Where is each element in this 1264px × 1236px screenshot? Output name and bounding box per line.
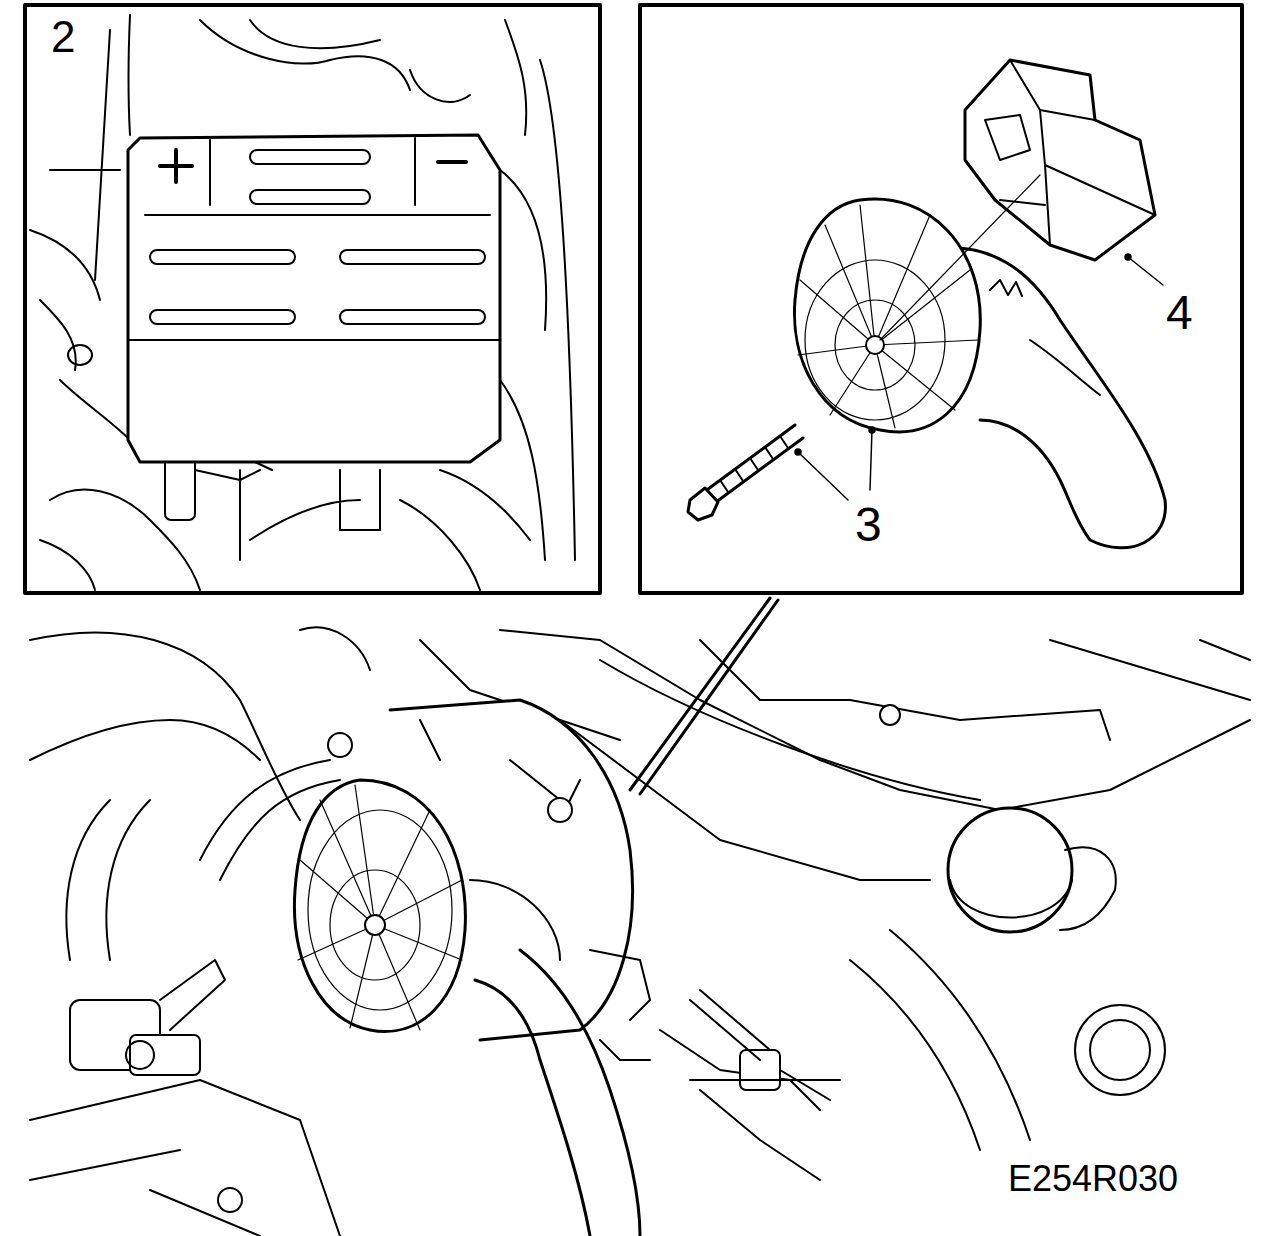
callout-number: 3 [852,500,885,550]
callout-number: 4 [1163,288,1196,338]
figure-code: E254R030 [1005,1160,1181,1198]
resonator-exploded [688,60,1165,548]
battery [128,135,500,462]
engine-bay-lines [30,15,575,590]
leader-lines [795,254,1163,500]
inset-frame [25,5,600,593]
plus-symbol [160,150,192,182]
figure-number: 2 [48,14,78,60]
inset-frame [640,5,1242,593]
engine-bay-view [30,627,1250,1236]
minus-symbol [438,160,466,164]
